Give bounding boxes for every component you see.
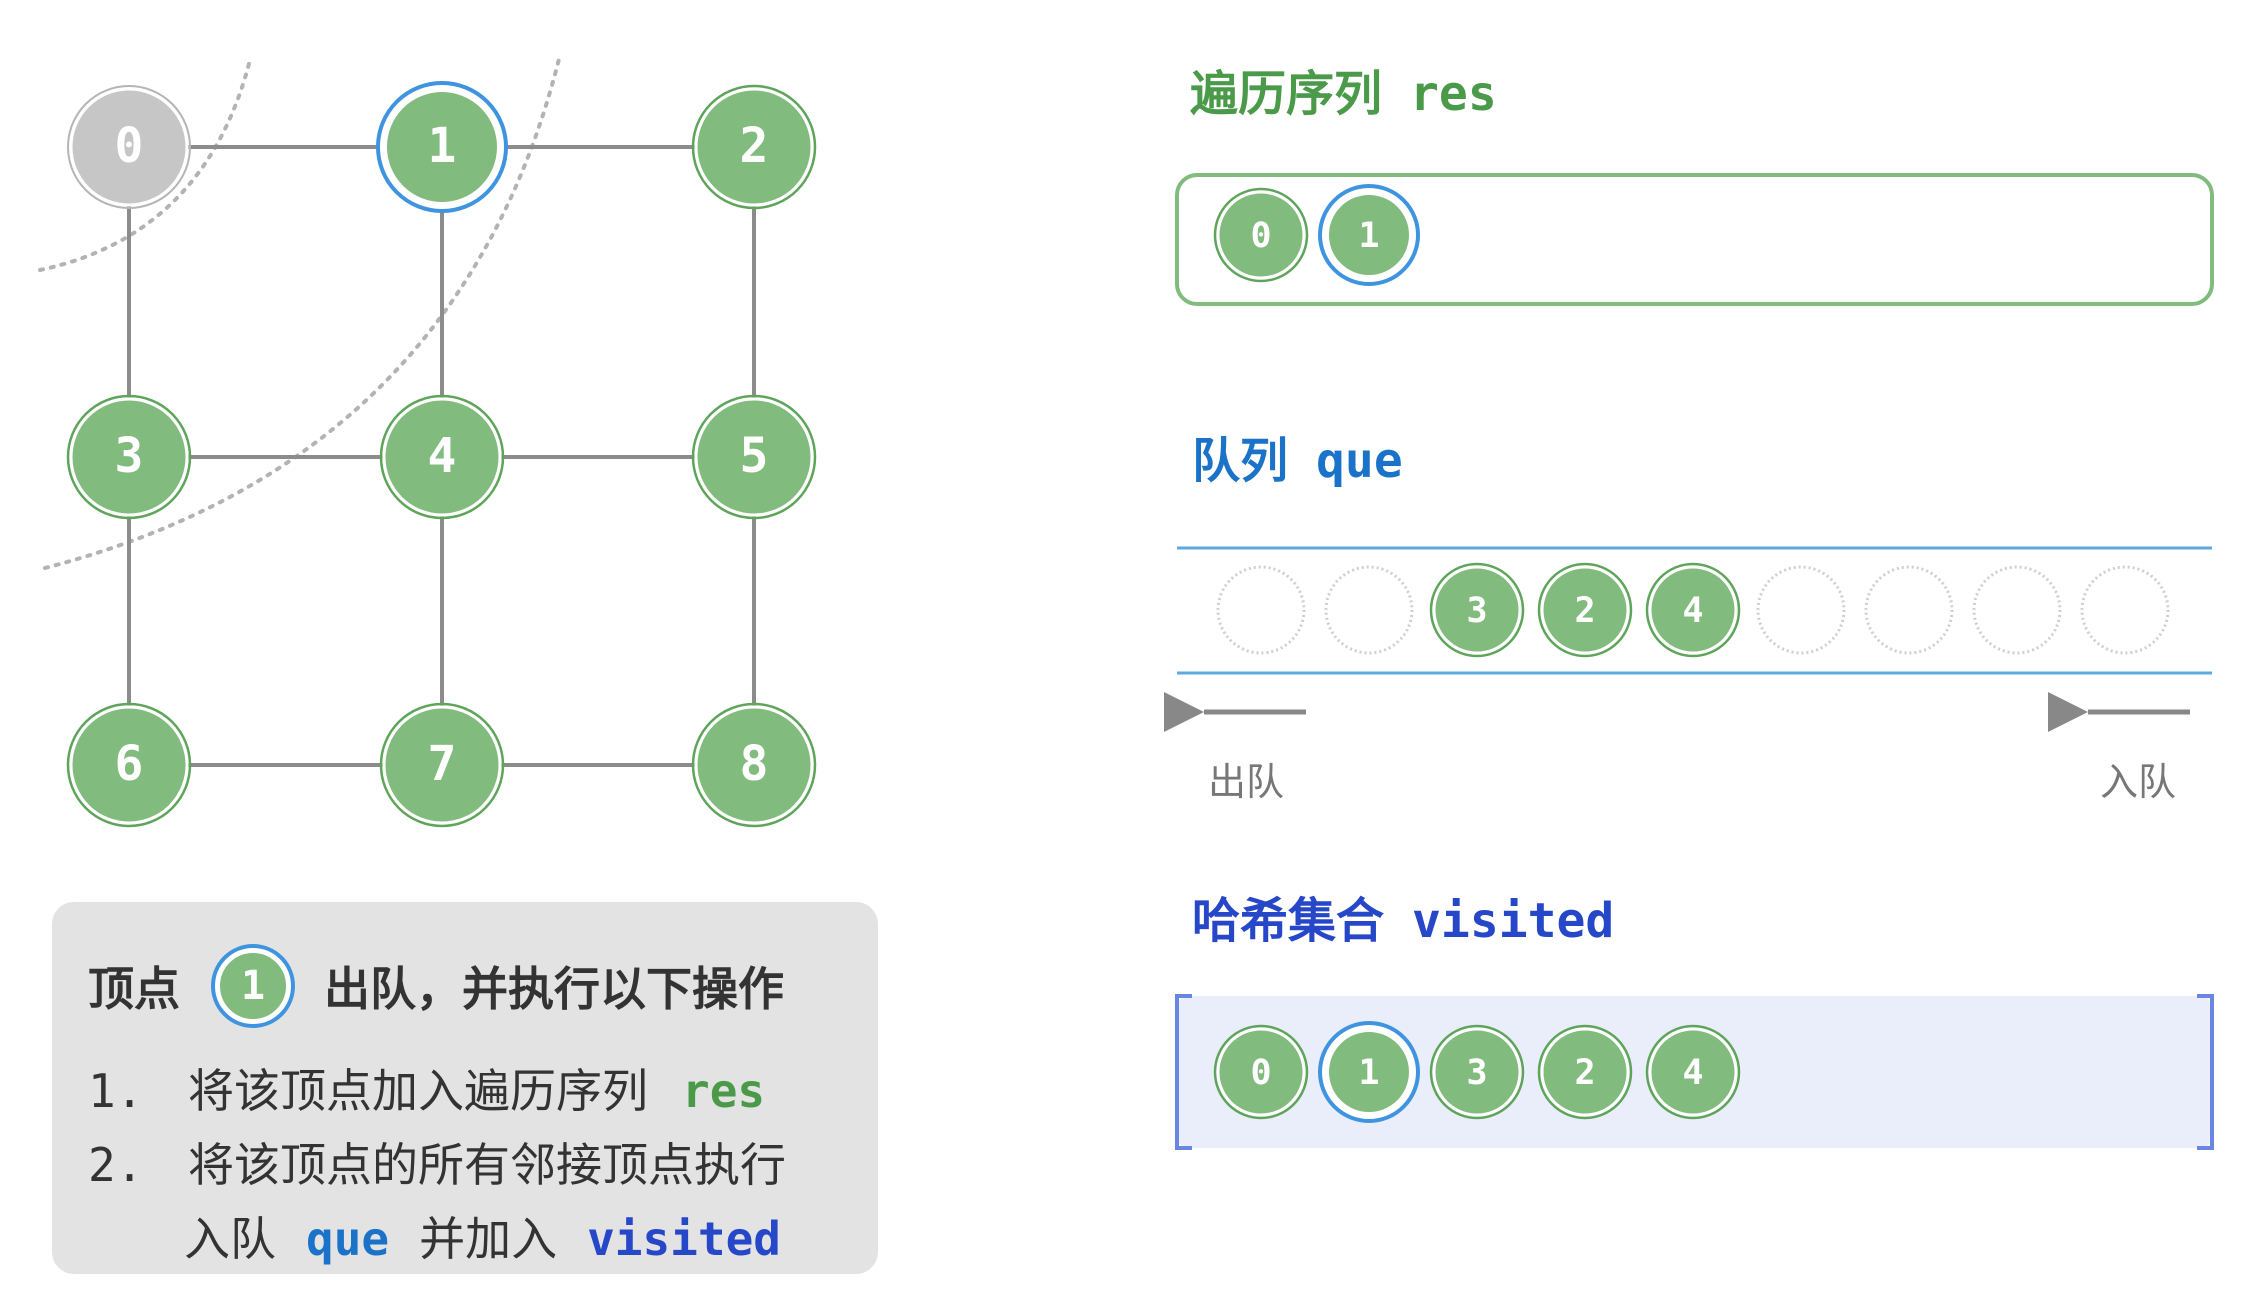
step-2-text: 将该顶点的所有邻接顶点执行 [188,1138,786,1192]
step-1-text: 将该顶点加入遍历序列 [188,1064,648,1118]
que-slot-7 [1972,565,2062,655]
dequeue-label: 出队 [1208,760,1284,804]
step-2-number: 2. [88,1138,144,1192]
step-2b-text-2: 并加入 [419,1212,558,1266]
caption-step-2: 2. 将该顶点的所有邻接顶点执行 [88,1128,842,1202]
graph-nodes: 0 1 2 3 4 5 6 7 8 [66,81,817,828]
graph-node-4-label: 4 [428,428,457,484]
que-slot-6 [1864,565,1954,655]
graph-node-1-label: 1 [428,118,457,174]
graph-node-6: 6 [66,702,192,828]
visited-item-4-label: 4 [1682,1053,1703,1093]
visited-item-4: 4 [1645,1024,1741,1120]
que-slot-3-label: 2 [1574,591,1595,631]
res-item-0-label: 0 [1250,216,1271,256]
caption-title-suffix: 出队，并执行以下操作 [324,962,784,1016]
caption-node-badge: 1 [211,944,295,1028]
graph-node-5-label: 5 [740,428,769,484]
res-title-cn: 遍历序列 [1190,66,1382,122]
visited-item-1-label: 1 [1358,1053,1379,1093]
res-container [1175,173,2214,306]
que-title-kw: que [1316,433,1403,489]
que-title-cn: 队列 [1192,433,1288,489]
visited-title-cn: 哈希集合 [1192,893,1384,949]
que-slot-3: 2 [1537,562,1633,658]
graph-node-7: 7 [379,702,505,828]
que-slot-5 [1756,565,1846,655]
visited-item-0: 0 [1213,1024,1309,1120]
visited-title: 哈希集合 visited [1192,893,1614,949]
graph-node-8-label: 8 [740,736,769,792]
res-item-0: 0 [1213,187,1309,283]
res-item-1: 1 [1318,184,1420,286]
res-item-1-label: 1 [1358,216,1379,256]
caption-title: 顶点 1 出队，并执行以下操作 [88,936,842,1036]
que-slot-8 [2080,565,2170,655]
step-2b-keyword-1: que [306,1212,390,1266]
caption-title-prefix: 顶点 [88,962,180,1016]
step-2b-text-1: 入队 [184,1212,276,1266]
que-slot-2: 3 [1429,562,1525,658]
que-slot-2-label: 3 [1466,591,1487,631]
graph-node-3-label: 3 [115,428,144,484]
visited-left-bracket [1175,994,1192,1150]
graph-node-0-label: 0 [115,118,144,174]
caption-step-2-cont: 入队 que 并加入 visited [88,1202,842,1276]
graph-node-1: 1 [376,81,508,213]
visited-item-3: 3 [1429,1024,1525,1120]
graph-node-7-label: 7 [428,736,457,792]
caption-badge-label: 1 [241,963,265,1009]
caption-step-1: 1. 将该顶点加入遍历序列 res [88,1054,842,1128]
visited-item-2: 2 [1537,1024,1633,1120]
visited-items: 0 1 3 2 4 [1213,1021,1741,1123]
que-slot-4: 4 [1645,562,1741,658]
que-slot-1 [1324,565,1414,655]
res-title: 遍历序列 res [1190,66,1497,122]
graph-node-3: 3 [66,394,192,520]
frontier-arc-level-1 [38,58,252,272]
visited-right-bracket [2197,994,2214,1150]
graph-node-2: 2 [691,84,817,210]
step-1-keyword: res [682,1064,766,1118]
visited-item-0-label: 0 [1250,1053,1271,1093]
res-title-kw: res [1410,66,1497,122]
graph-node-6-label: 6 [115,736,144,792]
graph-node-5: 5 [691,394,817,520]
enqueue-label: 入队 [2100,760,2176,804]
graph-node-2-label: 2 [740,118,769,174]
visited-item-1: 1 [1318,1021,1420,1123]
step-1-number: 1. [88,1064,144,1118]
frontier-arc-level-2 [43,53,562,570]
que-title: 队列 que [1192,433,1403,489]
que-slot-4-label: 4 [1682,591,1703,631]
visited-title-kw: visited [1412,893,1614,949]
graph-node-0: 0 [67,85,191,209]
graph-node-4: 4 [379,394,505,520]
que-slot-0 [1216,565,1306,655]
frontier-arcs [38,53,562,570]
visited-item-3-label: 3 [1466,1053,1487,1093]
caption-box: 顶点 1 出队，并执行以下操作 1. 将该顶点加入遍历序列 res 2. 将该顶点的所… [52,902,878,1274]
graph-node-8: 8 [691,702,817,828]
step-2b-keyword-2: visited [587,1212,781,1266]
visited-item-2-label: 2 [1574,1053,1595,1093]
que-slots: 3 2 4 [1216,562,2170,658]
